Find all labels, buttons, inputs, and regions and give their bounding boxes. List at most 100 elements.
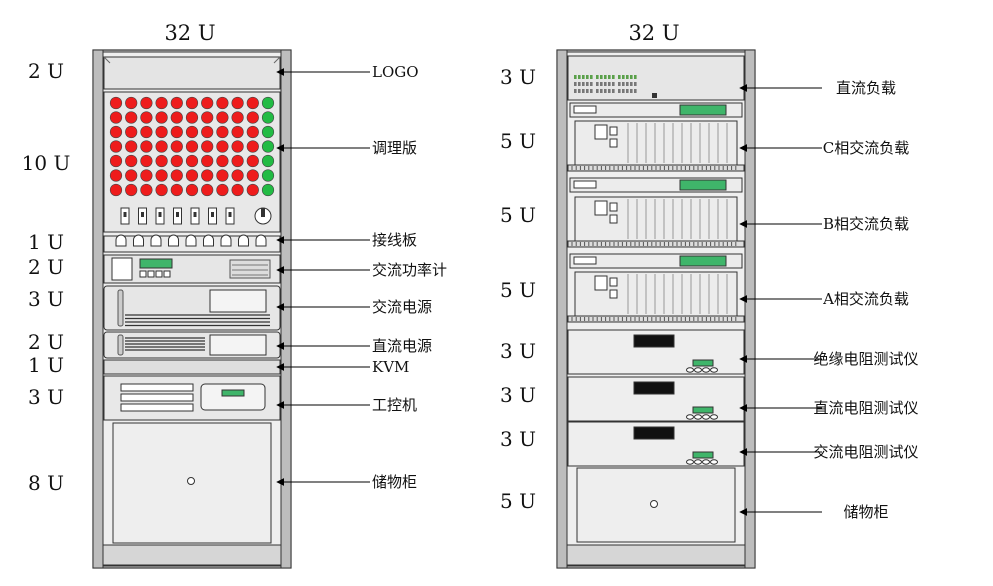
red-indicator-led — [155, 96, 168, 110]
red-indicator-led — [140, 140, 153, 153]
red-indicator-led — [231, 154, 244, 168]
tester-instrument — [567, 329, 745, 375]
unit-height-label: 2 U — [28, 255, 64, 279]
red-indicator-led — [201, 140, 214, 153]
green-indicator-led — [261, 154, 275, 168]
red-indicator-led — [140, 169, 153, 182]
red-indicator-led — [140, 183, 153, 197]
red-indicator-led — [125, 154, 138, 168]
component-label: 储物柜 — [843, 503, 888, 521]
red-indicator-led — [231, 111, 244, 124]
dc-load — [567, 55, 745, 118]
red-indicator-led — [246, 154, 259, 168]
component-label: C相交流负载 — [823, 139, 909, 157]
green-indicator-led — [261, 125, 275, 139]
red-indicator-led — [201, 154, 214, 168]
red-indicator-led — [109, 111, 123, 124]
unit-height-label: 8 U — [28, 471, 64, 495]
red-indicator-led — [246, 169, 259, 182]
logo-panel — [103, 56, 281, 90]
switch-row — [120, 207, 235, 225]
red-indicator-led — [140, 125, 153, 139]
red-indicator-led — [109, 154, 123, 168]
red-indicator-led — [140, 154, 153, 168]
component-label: 直流电源 — [372, 337, 432, 355]
component-label: 直流负载 — [836, 79, 896, 97]
right-rack: 32 U 3 U5 U5 U5 U3 U3 U3 U5 U直流负载C相交流负载B… — [500, 21, 919, 569]
unit-height-label: 5 U — [500, 489, 536, 513]
red-indicator-led — [155, 154, 168, 168]
unit-height-label: 1 U — [28, 230, 64, 254]
red-indicator-led — [201, 96, 214, 110]
component-label: 交流电阻测试仪 — [813, 443, 918, 461]
component-label: 接线板 — [372, 231, 417, 249]
unit-height-label: 2 U — [28, 330, 64, 354]
component-label: 调理版 — [372, 139, 417, 157]
red-indicator-led — [109, 140, 123, 153]
conditioning-panel — [103, 91, 281, 233]
unit-height-label: 2 U — [28, 59, 64, 83]
component-label: A相交流负载 — [822, 290, 909, 308]
red-indicator-led — [246, 111, 259, 124]
unit-height-label: 3 U — [500, 427, 536, 451]
left-rack: 32 U — [22, 21, 447, 569]
red-indicator-led — [246, 183, 259, 197]
red-indicator-led — [170, 183, 183, 197]
outlet — [115, 234, 127, 247]
unit-height-label: 3 U — [500, 383, 536, 407]
component-label: KVM — [372, 358, 409, 376]
red-indicator-led — [185, 154, 199, 168]
green-indicator-led — [261, 140, 275, 153]
left-rack-title: 32 U — [164, 21, 215, 45]
component-label: 工控机 — [372, 396, 417, 414]
component-label: 储物柜 — [372, 473, 417, 491]
red-indicator-led — [109, 169, 123, 182]
unit-height-label: 5 U — [500, 203, 536, 227]
red-indicator-led — [231, 96, 244, 110]
red-indicator-led — [201, 125, 214, 139]
green-indicator-led — [261, 111, 275, 124]
unit-height-label: 1 U — [28, 353, 64, 377]
red-indicator-led — [231, 183, 244, 197]
red-indicator-led — [216, 140, 229, 153]
dc-power-source — [103, 331, 281, 359]
red-indicator-led — [216, 183, 229, 197]
red-indicator-led — [185, 169, 199, 182]
red-indicator-led — [216, 125, 229, 139]
red-indicator-led — [125, 169, 138, 182]
red-indicator-led — [170, 140, 183, 153]
red-indicator-led — [231, 125, 244, 139]
industrial-pc — [103, 375, 281, 421]
red-indicator-led — [155, 140, 168, 153]
red-indicator-led — [185, 125, 199, 139]
red-indicator-led — [216, 154, 229, 168]
unit-height-label: 3 U — [500, 339, 536, 363]
storage-cabinet — [112, 422, 272, 544]
red-indicator-led — [246, 96, 259, 110]
red-indicator-led — [246, 140, 259, 153]
red-indicator-led — [185, 96, 199, 110]
unit-height-label: 5 U — [500, 129, 536, 153]
red-indicator-led — [231, 140, 244, 153]
unit-height-label: 3 U — [28, 287, 64, 311]
red-indicator-led — [125, 183, 138, 197]
red-indicator-led — [170, 125, 183, 139]
red-indicator-led — [201, 169, 214, 182]
terminal-strip — [103, 234, 281, 253]
green-indicator-led — [261, 96, 275, 110]
unit-height-label: 10 U — [22, 151, 71, 175]
red-indicator-led — [155, 111, 168, 124]
component-label: 交流功率计 — [372, 261, 447, 279]
red-indicator-led — [140, 96, 153, 110]
component-label: 绝缘电阻测试仪 — [813, 350, 918, 368]
unit-height-label: 3 U — [500, 65, 536, 89]
red-indicator-led — [231, 169, 244, 182]
right-storage-cabinet — [576, 467, 736, 543]
red-indicator-led — [170, 154, 183, 168]
red-indicator-led — [170, 111, 183, 124]
component-label: B相交流负载 — [823, 215, 909, 233]
ac-load-module — [567, 271, 745, 323]
ac-power-meter — [103, 254, 281, 284]
outlet — [220, 234, 232, 247]
